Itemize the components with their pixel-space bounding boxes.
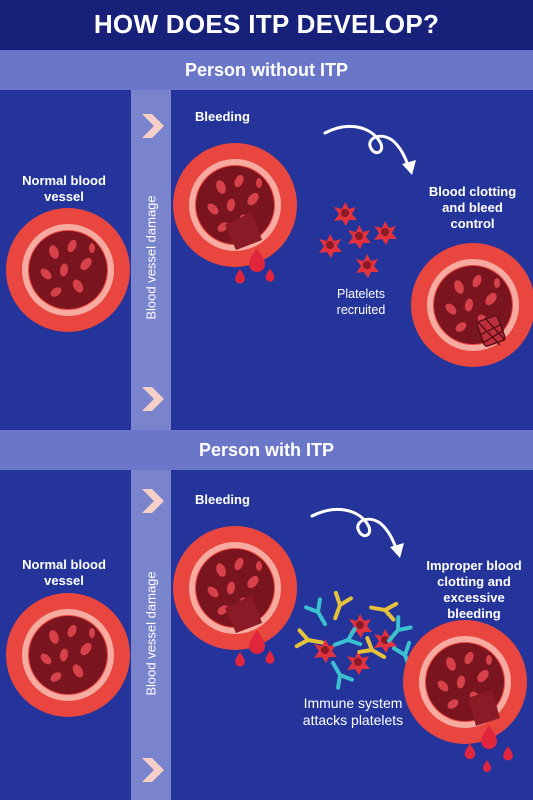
outcome-label: Improper blood clotting and excessive bl…: [426, 558, 522, 621]
platelets-group: [319, 202, 397, 278]
normal-vessel-label: Normal blood vessel: [22, 557, 106, 588]
vessel-damage-strip: Blood vessel damage: [131, 90, 171, 430]
bleeding-vessel-icon: [173, 526, 297, 667]
chevron-right-icon: [142, 489, 164, 513]
normal-vessel-label: Normal blood vessel: [22, 173, 106, 204]
section-header-with-itp: Person with ITP: [0, 430, 533, 470]
bleeding-vessel-icon: [173, 143, 297, 284]
antibody-icon: [325, 590, 353, 623]
curved-arrow-icon: [323, 124, 412, 172]
section-header-without-itp: Person without ITP: [0, 50, 533, 90]
vessel-damage-strip: Blood vessel damage: [131, 470, 171, 800]
page-title: HOW DOES ITP DEVELOP?: [93, 9, 440, 39]
chevron-right-icon: [142, 387, 164, 411]
clot-mesh-icon: [477, 317, 506, 346]
platelets-recruited-label: Platelets recruited: [336, 287, 386, 317]
section-heading: Person with ITP: [198, 440, 335, 460]
bleeding-label: Bleeding: [195, 492, 250, 507]
immune-attack-group: [294, 590, 420, 690]
chevron-right-icon: [142, 114, 164, 138]
blood-vessel-icon: [6, 208, 130, 332]
excessive-bleeding-vessel-icon: [403, 620, 527, 772]
antibody-icon: [304, 597, 334, 631]
clotted-vessel-icon: [411, 243, 533, 367]
blood-vessel-icon: [6, 593, 130, 717]
curved-arrow-icon: [310, 507, 400, 555]
bleeding-label: Bleeding: [195, 109, 250, 124]
antibody-icon: [324, 656, 354, 690]
immune-attack-label: Immune system attacks platelets: [302, 695, 404, 728]
antibody-icon: [367, 597, 399, 622]
section-heading: Person without ITP: [184, 60, 348, 80]
chevron-right-icon: [142, 758, 164, 782]
title-bar: HOW DOES ITP DEVELOP?: [0, 0, 533, 50]
outcome-label: Blood clotting and bleed control: [428, 184, 517, 231]
antibody-icon: [330, 627, 363, 655]
